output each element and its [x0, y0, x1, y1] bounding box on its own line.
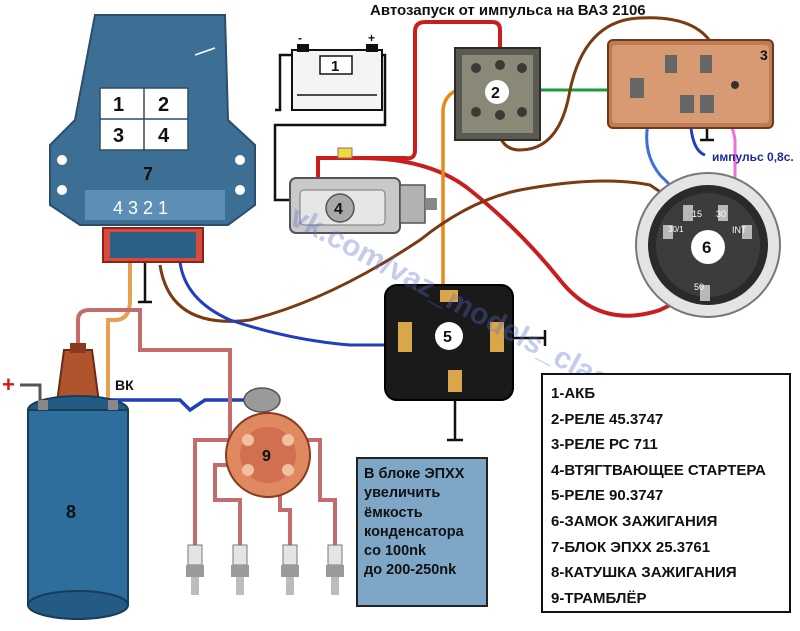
brown-wire-block7-to-lock — [158, 179, 666, 323]
legend-item: 6-ЗАМОК ЗАЖИГАНИЯ — [551, 512, 718, 530]
note-line: до 200-250nk — [364, 562, 457, 579]
starter-number: 4 — [334, 201, 343, 218]
hv-wire-coil-to-distributor — [76, 308, 232, 445]
blue-wire-block7-to-relay5 — [178, 261, 405, 347]
distributor-9: 9 — [225, 387, 311, 498]
note-line: увеличить — [364, 485, 441, 502]
brown-wire-relay2-relay3 — [495, 16, 717, 152]
distributor-vacuum — [243, 387, 281, 413]
note-line: со 100nk — [364, 543, 427, 560]
starter-solenoid-4: 4 — [289, 147, 437, 234]
spark-plug-1 — [186, 544, 204, 595]
diagram-title: Автозапуск от импульса на ВАЗ 2106 — [370, 2, 646, 19]
legend-box: 1-АКБ 2-РЕЛЕ 45.3747 3-РЕЛЕ РС 711 4-ВТЯ… — [541, 373, 791, 613]
coil-vk-label: ВК — [115, 377, 134, 393]
lock-terminal-15: 15 — [692, 209, 702, 219]
mount-hole-4 — [235, 185, 245, 195]
lock-terminal-30-1: 30/1 — [668, 225, 684, 234]
block7-terminal-labels: 4 3 2 1 — [113, 198, 168, 218]
block7-pin-2: 2 — [158, 94, 169, 116]
distributor-number: 9 — [262, 448, 271, 465]
orange-wire-block7-to-coil — [106, 262, 132, 400]
battery-minus-wire — [275, 53, 300, 112]
coil-plus-wire — [20, 383, 42, 400]
pulse-label: импульс 0,8с. — [712, 150, 794, 164]
ignition-coil-8: + ВК 8 — [2, 343, 134, 620]
note-line: В блоке ЭПХХ — [364, 466, 465, 482]
block7-number: 7 — [143, 164, 153, 184]
mount-hole-3 — [235, 155, 245, 165]
note-line: ёмкость — [364, 504, 423, 521]
battery-number: 1 — [331, 58, 339, 75]
coil-plus-label: + — [2, 372, 15, 397]
note-box: В блоке ЭПХХ увеличить ёмкость конденсат… — [356, 457, 488, 607]
coil-number: 8 — [66, 502, 76, 522]
red-wire-relay2-to-starter — [316, 20, 502, 190]
hv-wire-plug-2 — [213, 463, 245, 545]
relay5-ground-right — [510, 330, 547, 346]
ignition-lock-6: 6 15 30 30/1 INT 50 — [635, 172, 781, 318]
spark-plug-4 — [326, 544, 344, 595]
mount-hole-1 — [57, 155, 67, 165]
lock-terminal-int: INT — [732, 225, 747, 235]
battery-minus-label: - — [298, 31, 302, 45]
legend-item: 7-БЛОК ЭПХХ 25.3761 — [551, 538, 711, 556]
legend-item: 3-РЕЛЕ РС 711 — [551, 436, 658, 454]
lock-terminal-30: 30 — [716, 209, 726, 219]
spark-plugs — [186, 544, 344, 595]
lock-number: 6 — [702, 238, 711, 257]
block7-pin-1: 1 — [113, 94, 124, 116]
relay-2: 2 — [454, 47, 541, 141]
relay5-number: 5 — [443, 329, 452, 346]
battery-plus-label: + — [368, 31, 375, 45]
block7-pin-3: 3 — [113, 125, 124, 147]
hv-wire-plug-1 — [193, 438, 240, 545]
battery-1: - + 1 — [291, 31, 383, 111]
coil-body — [27, 409, 129, 606]
spark-plug-3 — [281, 544, 299, 595]
blue-wire-coil-to-distributor — [108, 398, 266, 413]
spark-plug-2 — [231, 544, 249, 595]
block7-terminal-strip — [85, 190, 225, 220]
legend-item: 2-РЕЛЕ 45.3747 — [551, 410, 664, 428]
red-wire-starter-to-lock — [318, 156, 681, 318]
relay-3: 3 — [607, 39, 774, 129]
block7-pin-4: 4 — [158, 125, 170, 147]
legend-item: 9-ТРАМБЛЁР — [551, 589, 647, 607]
relay-5: 5 — [384, 284, 514, 401]
mount-hole-2 — [57, 185, 67, 195]
relay3-number: 3 — [760, 47, 768, 63]
legend-item: 1-АКБ — [551, 385, 596, 402]
legend-item: 5-РЕЛЕ 90.3747 — [551, 487, 664, 505]
lock-terminal-50: 50 — [694, 282, 704, 292]
legend-item: 8-КАТУШКА ЗАЖИГАНИЯ — [551, 564, 737, 582]
relay2-number: 2 — [491, 85, 500, 102]
battery-plus-wire — [273, 53, 387, 202]
epkhh-block-7: 1 2 3 4 7 4 3 2 1 — [49, 14, 256, 263]
block7-ground-wire — [138, 262, 152, 304]
note-line: конденсатора — [364, 523, 464, 540]
hv-wire-plug-4 — [300, 438, 337, 545]
legend-item: 4-ВТЯГТВАЮЩЕЕ СТАРТЕРА — [551, 461, 766, 479]
